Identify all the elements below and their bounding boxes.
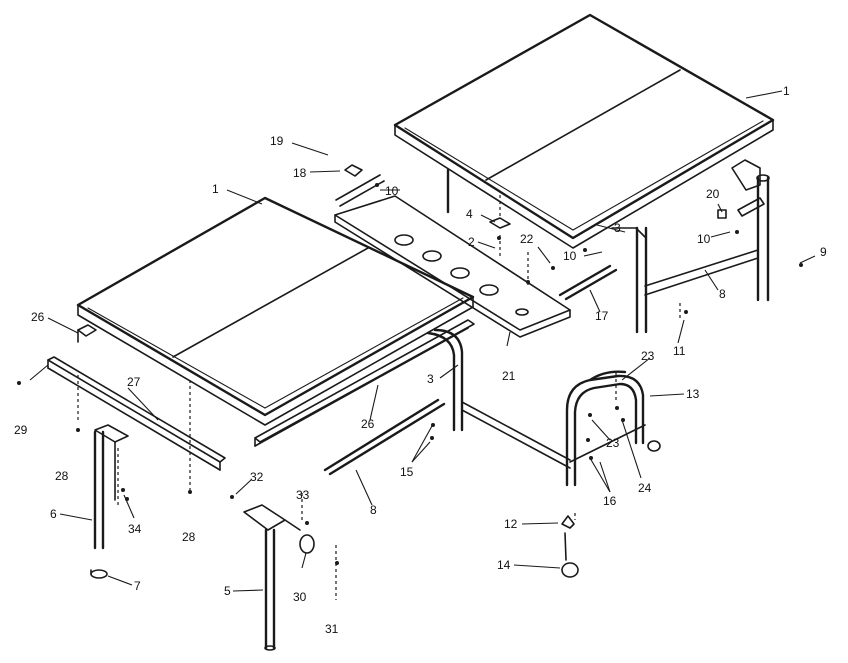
small-hardware <box>344 164 765 578</box>
callout-29: 29 <box>14 423 28 437</box>
callout-28-center: 28 <box>182 530 196 544</box>
callout-12: 12 <box>504 517 518 531</box>
callout-31: 31 <box>325 622 339 636</box>
callout-8-center: 8 <box>370 503 377 517</box>
callout-1-right: 1 <box>783 84 790 98</box>
callout-13: 13 <box>686 387 700 401</box>
callout-32: 32 <box>250 470 264 484</box>
callout-8-right: 8 <box>719 287 726 301</box>
callout-20: 20 <box>706 187 720 201</box>
callout-27: 27 <box>127 375 141 389</box>
callout-10-right: 10 <box>697 232 711 246</box>
callout-5: 5 <box>224 584 231 598</box>
callout-15: 15 <box>400 465 414 479</box>
callout-17: 17 <box>595 309 609 323</box>
screws <box>17 183 803 565</box>
callout-23-top: 23 <box>641 349 655 363</box>
callout-9: 9 <box>820 245 827 259</box>
callout-28-left: 28 <box>55 469 69 483</box>
callout-6: 6 <box>50 507 57 521</box>
callout-10-middle: 10 <box>563 249 577 263</box>
callout-26-center: 26 <box>361 417 375 431</box>
callout-24: 24 <box>638 481 652 495</box>
callout-4: 4 <box>466 207 473 221</box>
leader-lines <box>29 90 816 592</box>
callout-labels: 1 1 2 3 3 4 5 6 7 8 8 9 10 10 10 11 12 1… <box>14 84 827 636</box>
legs-left <box>90 424 315 651</box>
callout-19: 19 <box>270 134 284 148</box>
callout-10-top: 10 <box>385 184 399 198</box>
callout-26-left: 26 <box>31 310 45 324</box>
callout-3-right: 3 <box>614 221 621 235</box>
callout-23-lower: 23 <box>606 436 620 450</box>
callout-11: 11 <box>673 344 686 358</box>
callout-7: 7 <box>134 579 141 593</box>
rails <box>47 319 475 471</box>
center-board <box>334 195 571 338</box>
callout-18: 18 <box>293 166 307 180</box>
table-top-left <box>76 196 475 426</box>
right-top-legs <box>446 159 770 334</box>
assembly-lines <box>77 195 681 600</box>
callout-14: 14 <box>497 558 511 572</box>
callout-30: 30 <box>293 590 307 604</box>
callout-16: 16 <box>603 494 617 508</box>
callout-3-center: 3 <box>427 372 434 386</box>
callout-33: 33 <box>296 488 310 502</box>
callout-21: 21 <box>502 369 516 383</box>
center-frame <box>323 174 661 487</box>
callout-22: 22 <box>520 232 534 246</box>
callout-2: 2 <box>468 235 475 249</box>
table-top-right <box>393 13 775 249</box>
callout-1-left: 1 <box>212 182 219 196</box>
callout-34: 34 <box>128 522 142 536</box>
